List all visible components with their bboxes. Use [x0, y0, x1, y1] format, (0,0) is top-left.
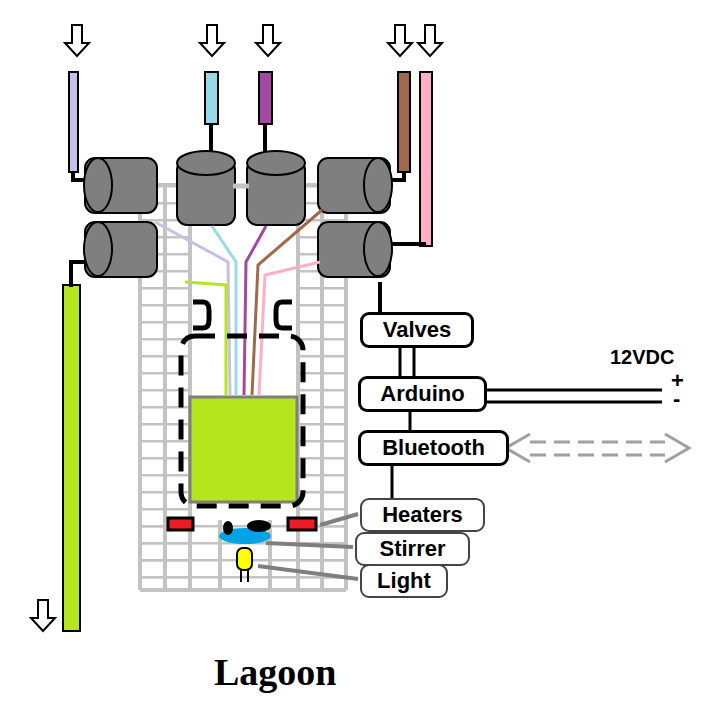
- diagram-caption: Lagoon: [214, 650, 336, 694]
- wire-connector: [399, 348, 402, 376]
- component-label: Valves: [383, 316, 452, 344]
- component-label: Arduino: [380, 380, 464, 408]
- valve-bodies: [84, 151, 392, 277]
- wire-connector: [391, 466, 394, 498]
- component-label: Light: [377, 567, 431, 595]
- component-box: Light: [360, 564, 448, 598]
- vessel: [181, 336, 303, 506]
- component-label: Stirrer: [379, 535, 445, 563]
- leader-lines: [258, 514, 358, 579]
- power-wires: [476, 390, 662, 402]
- component-box: Stirrer: [355, 532, 470, 566]
- component-box: Arduino: [358, 376, 487, 412]
- wire-connector: [413, 348, 416, 376]
- component-box: Bluetooth: [358, 430, 509, 466]
- polarity-sign: -: [673, 386, 680, 412]
- tube-stubs: [71, 124, 426, 312]
- voltage-label: 12VDC: [610, 346, 674, 369]
- component-box: Heaters: [360, 498, 485, 532]
- component-label: Bluetooth: [382, 434, 485, 462]
- wireless-link: [506, 434, 689, 462]
- component-label: Heaters: [382, 501, 463, 529]
- rack: [140, 185, 346, 590]
- component-box: Valves: [360, 312, 474, 348]
- wire-connector: [409, 412, 412, 430]
